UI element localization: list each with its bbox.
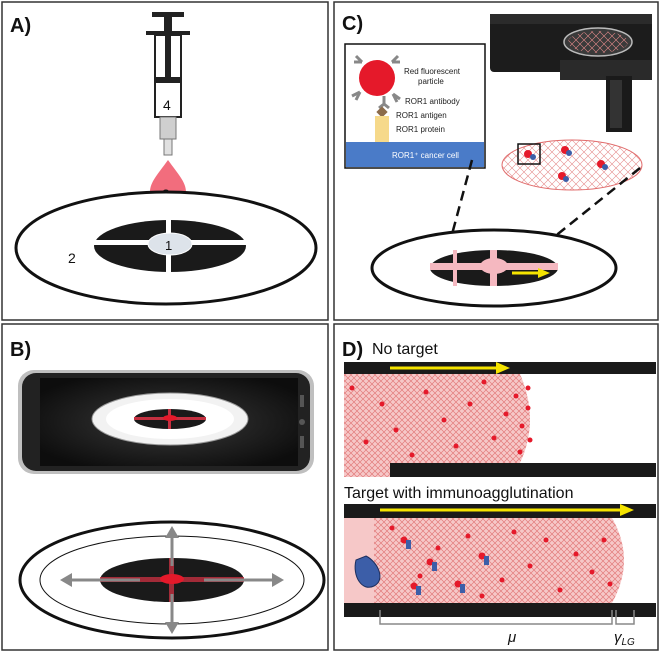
label-particle-2: particle — [418, 77, 444, 86]
cancer-cell-icon — [354, 555, 381, 588]
panel-c: C) Red fluorescent — [333, 1, 659, 321]
cancer-cell-bar — [346, 142, 484, 167]
panel-b: B) — [1, 323, 329, 651]
well-number: 1 — [165, 238, 172, 253]
fluorescent-particle-icon — [359, 60, 395, 96]
flow-arrow-top-icon — [496, 362, 510, 374]
label-antibody: ROR1 antibody — [405, 97, 460, 106]
label-particle: Red fluorescent — [404, 67, 461, 76]
particles-top — [349, 379, 533, 458]
label-protein: ROR1 protein — [396, 125, 445, 134]
mu-label: μ — [507, 629, 516, 646]
antibody-inset: Red fluorescent particle ROR1 antibody R… — [344, 43, 486, 169]
gamma-base: γ — [614, 629, 623, 646]
channel-with-target — [344, 504, 656, 625]
flow-arrow-bottom-icon — [620, 504, 634, 516]
label-antigen: ROR1 antigen — [396, 111, 447, 120]
gamma-sub: LG — [622, 637, 636, 648]
antibody-icon — [351, 54, 401, 110]
panel-a: A) 4 3 1 2 — [1, 1, 329, 321]
panel-c-label: C) — [342, 13, 363, 35]
length-brackets — [379, 610, 635, 625]
ring-number: 2 — [68, 250, 76, 266]
panel-d: D) No target Target with immunoagglutina… — [333, 323, 659, 651]
chip-diagram-c — [370, 228, 618, 308]
syringe-number: 4 — [163, 97, 171, 113]
aggregates-bottom — [400, 536, 489, 595]
particles-bottom — [389, 525, 613, 599]
connector-left — [449, 159, 474, 239]
chip-diagram-a — [14, 190, 318, 306]
no-target-label: No target — [372, 341, 438, 358]
channel-no-target — [344, 362, 656, 477]
panel-d-label: D) — [342, 339, 363, 361]
smartphone-device-icon — [490, 14, 652, 132]
panel-a-label: A) — [10, 15, 31, 37]
syringe-icon — [146, 12, 190, 156]
with-target-label: Target with immunoagglutination — [344, 485, 573, 502]
label-cancer-cell: ROR1⁺ cancer cell — [392, 151, 459, 160]
particle-mesh — [501, 139, 643, 191]
chip-diagram-b — [18, 520, 326, 640]
flow-arrow-icon — [538, 268, 550, 278]
protein-icon — [375, 116, 389, 142]
gamma-label: γLG — [614, 629, 635, 648]
panel-b-label: B) — [10, 339, 31, 361]
smartphone-icon — [18, 370, 314, 474]
expansion-arrows-icon — [60, 526, 284, 634]
